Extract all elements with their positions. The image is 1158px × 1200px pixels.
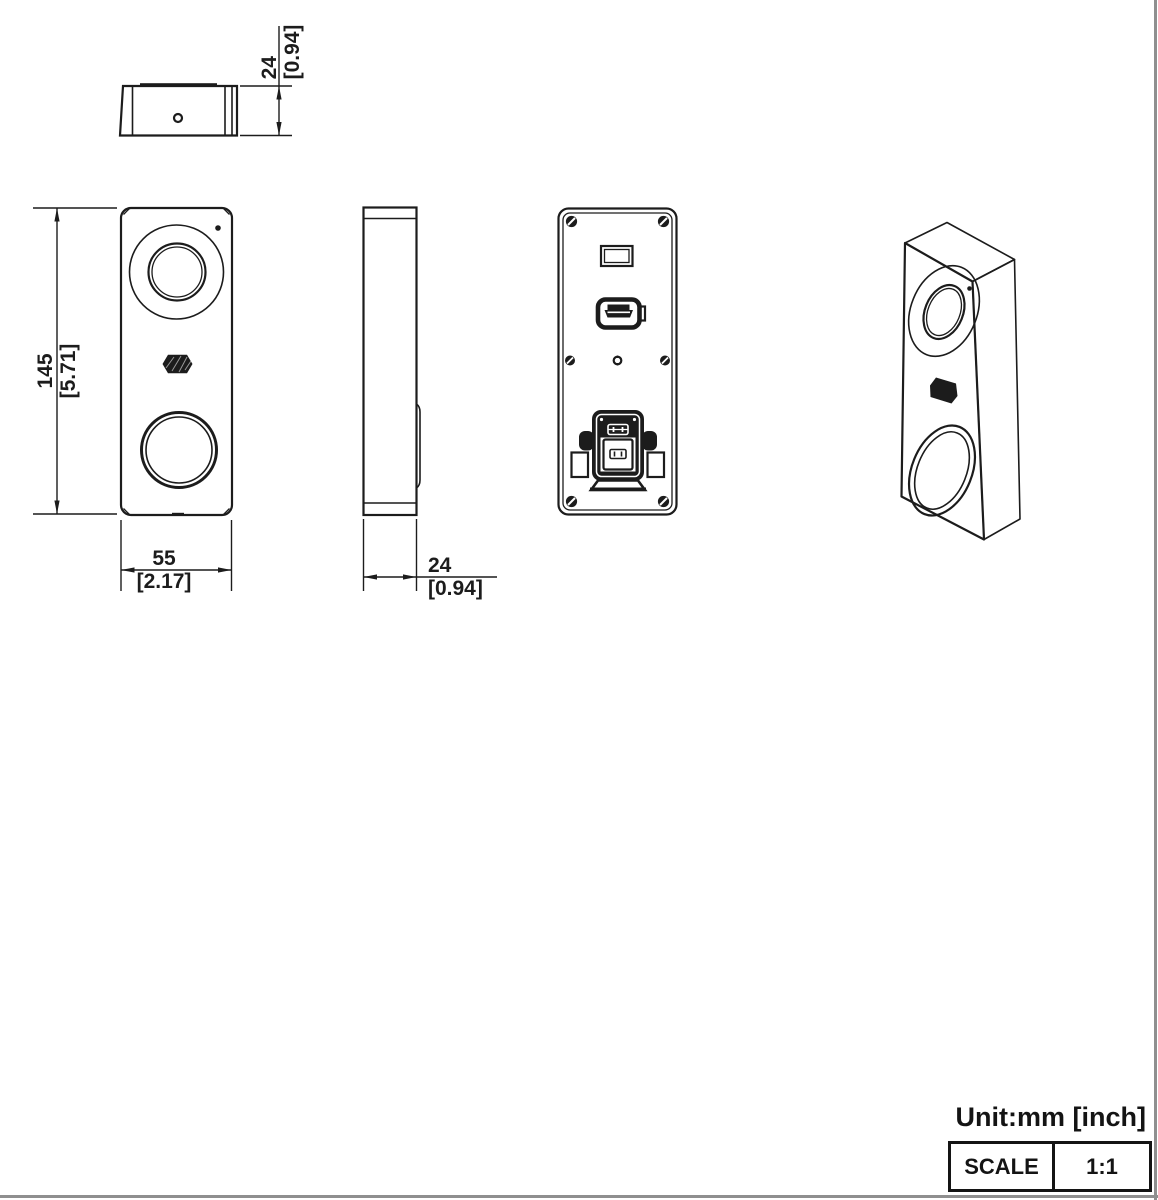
camera-lens (147, 242, 207, 302)
dimension-mm-value: 55 (152, 547, 176, 570)
doorbell-button (140, 411, 218, 489)
usb-port (595, 297, 647, 330)
cable-slot-right (646, 451, 666, 479)
perspective-button (907, 424, 977, 517)
back-view-drawing (557, 207, 678, 516)
corner-screws (565, 215, 670, 508)
perspective-mic-hole (967, 286, 972, 291)
bottom-notch (172, 512, 184, 516)
center-screw-hole (612, 355, 623, 366)
dim-side-depth-lines (362, 519, 497, 591)
dimension-mm-value: 24 (258, 56, 281, 80)
perspective-speaker-grille (930, 377, 958, 404)
mic-hole (215, 225, 221, 231)
front-view-drawing (119, 206, 234, 517)
dimension-front-height-label: 145 [5.71] (34, 344, 80, 399)
scale-label-cell: SCALE (951, 1144, 1055, 1189)
top-mic-hole (172, 112, 184, 124)
dimension-side-depth-label: 24 [0.94] (428, 554, 483, 600)
speaker-grille (162, 354, 193, 374)
dim-front-width-lines (120, 520, 233, 591)
dim-top-depth-lines (240, 26, 292, 137)
side-view-drawing (362, 206, 421, 517)
top-view-drawing (118, 83, 239, 137)
mid-screws (565, 355, 670, 366)
dimension-mm-value: 24 (428, 554, 452, 577)
perspective-camera-lens (922, 283, 966, 341)
sheet-border-right (1154, 0, 1157, 1200)
dimension-mm-value: 145 (34, 353, 57, 389)
sheet-border-bottom (0, 1195, 1158, 1198)
top-camera-window-edge (140, 83, 217, 87)
scale-value-cell: 1:1 (1086, 1153, 1118, 1179)
dimension-front-width-label: 55 [2.17] (137, 547, 192, 593)
perspective-camera-ring (907, 264, 981, 358)
wiring-connector (579, 410, 657, 492)
label-window (599, 244, 634, 268)
dimension-inch-value: [0.94] (281, 24, 304, 80)
unit-label: Unit:mm [inch] (955, 1102, 1146, 1132)
dim-front-height-lines (33, 207, 117, 515)
side-button-bulge (415, 403, 421, 489)
dimension-inch-value: [5.71] (57, 343, 80, 399)
scale-table: SCALE 1:1 (948, 1141, 1152, 1192)
dimension-inch-value: [2.17] (136, 570, 192, 593)
dimension-inch-value: [0.94] (428, 577, 483, 600)
dimension-top-depth-label: 24 [0.94] (258, 25, 304, 80)
camera-ring (128, 224, 225, 320)
cable-slot-left (570, 451, 590, 479)
perspective-view-drawing (900, 221, 1021, 541)
